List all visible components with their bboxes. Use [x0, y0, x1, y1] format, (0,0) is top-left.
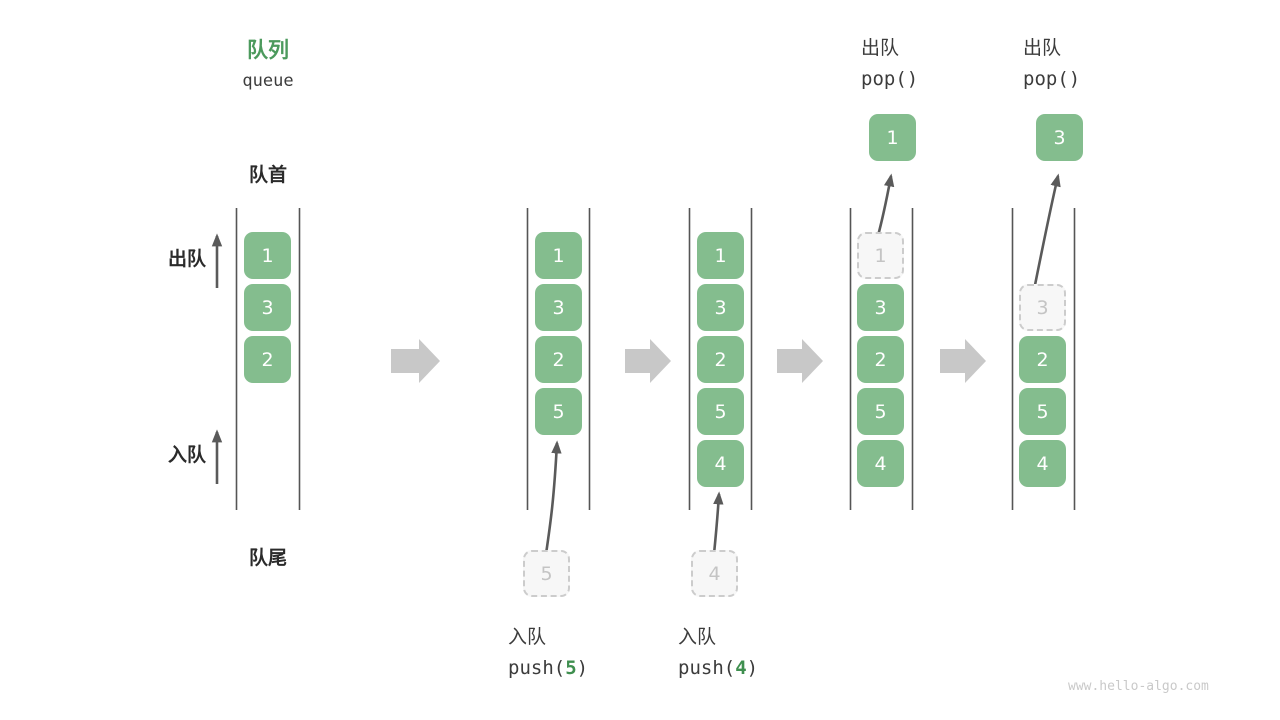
enqueue-side-label: 入队: [167, 444, 206, 466]
popped-cell: 3: [1036, 114, 1083, 161]
push-code-suffix: ): [576, 657, 589, 679]
watermark: www.hello-algo.com: [1068, 679, 1209, 694]
queue-cell: 2: [535, 336, 582, 383]
queue-cell: 1: [535, 232, 582, 279]
push-code-suffix: ): [746, 657, 759, 679]
queue-cell: 3: [857, 284, 904, 331]
ghost-cell: 3: [1019, 284, 1066, 331]
pop-op-label-cn: 出队: [861, 37, 900, 59]
queue-cell: 1: [697, 232, 744, 279]
push-code-prefix: push(: [678, 657, 736, 679]
queue-cell: 1: [244, 232, 291, 279]
queue-cell-new: 4: [697, 440, 744, 487]
push-code-arg: 5: [565, 657, 577, 679]
step-arrow-4: [940, 339, 986, 383]
queue-cell: 5: [857, 388, 904, 435]
push-arrow-4: [712, 491, 724, 555]
pop-op-code: pop(): [861, 68, 919, 90]
push-code-arg: 4: [735, 657, 747, 679]
queue-cell: 4: [1019, 440, 1066, 487]
ghost-cell: 4: [691, 550, 738, 597]
dequeue-side-label: 出队: [167, 248, 206, 270]
push-code-prefix: push(: [508, 657, 566, 679]
step-arrow-3: [777, 339, 823, 383]
ghost-cell: 5: [523, 550, 570, 597]
popped-cell: 1: [869, 114, 916, 161]
push-op-code: push(4): [638, 657, 818, 679]
queue-cell: 2: [697, 336, 744, 383]
queue-cell: 3: [697, 284, 744, 331]
queue-title-en: queue: [242, 71, 294, 91]
pop-arrow-3: [1031, 173, 1061, 296]
queue-cell: 3: [535, 284, 582, 331]
queue-title-cn: 队列: [247, 38, 289, 62]
ghost-cell: 1: [857, 232, 904, 279]
queue-cell: 2: [1019, 336, 1066, 383]
queue-cell: 3: [244, 284, 291, 331]
queue-cell: 2: [857, 336, 904, 383]
queue-cell: 5: [1019, 388, 1066, 435]
rear-label: 队尾: [248, 547, 287, 569]
push-op-label-cn: 入队: [678, 626, 717, 648]
pop-op-label-cn: 出队: [1023, 37, 1062, 59]
queue-cell: 4: [857, 440, 904, 487]
queue-cell-new: 5: [535, 388, 582, 435]
step-arrow-2: [625, 339, 671, 383]
queue-cell: 5: [697, 388, 744, 435]
pop-op-code: pop(): [1023, 68, 1081, 90]
queue-cell: 2: [244, 336, 291, 383]
push-arrow-5: [544, 440, 562, 555]
step-arrow-1: [391, 339, 440, 383]
push-op-label-cn: 入队: [508, 626, 547, 648]
front-label: 队首: [248, 164, 287, 186]
push-op-code: push(5): [468, 657, 648, 679]
